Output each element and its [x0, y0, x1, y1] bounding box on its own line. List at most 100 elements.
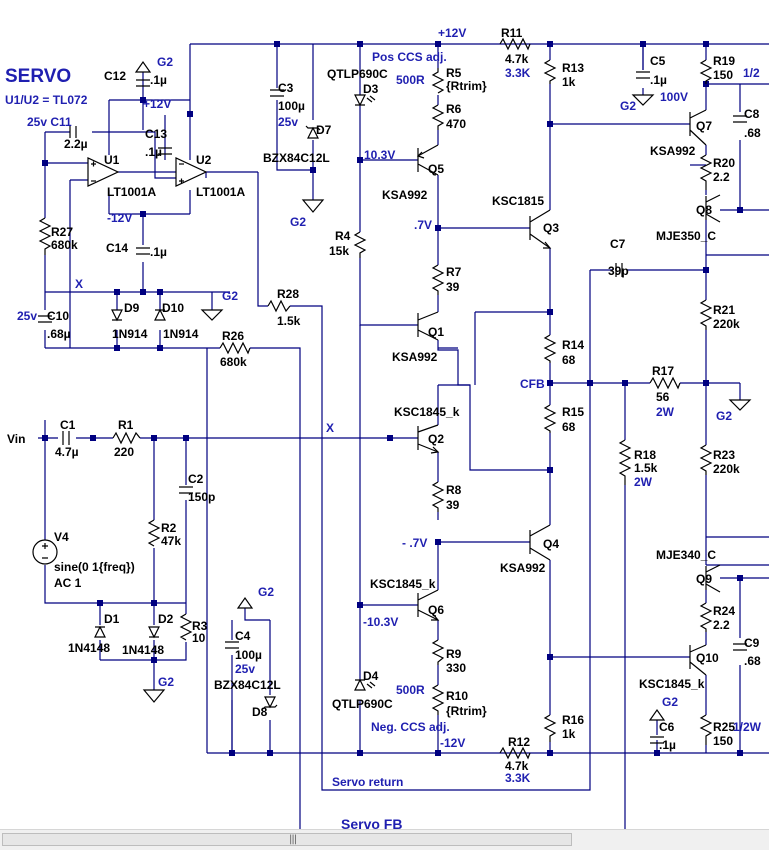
label-r15-name: R15 — [562, 405, 584, 419]
label-r6-val: 470 — [446, 117, 466, 131]
label-r19-val: 150 — [713, 68, 733, 82]
opamp-u2[interactable] — [175, 157, 208, 187]
label-x-left: X — [75, 277, 83, 291]
label-r28-name: R28 — [277, 287, 299, 301]
label-c10-val: .68µ — [47, 327, 71, 341]
label-x-mid: X — [326, 421, 334, 435]
label-g2-bottom-left: G2 — [158, 675, 174, 689]
led-d3[interactable] — [354, 94, 376, 107]
label-r16-name: R16 — [562, 713, 584, 727]
label-25v-c4: 25v — [235, 662, 255, 676]
capacitor-c8[interactable] — [733, 115, 747, 123]
label-q9: Q9 — [696, 572, 712, 586]
label-r26-name: R26 — [222, 329, 244, 343]
label-d2: D2 — [158, 612, 174, 626]
label-r3-val: 10 — [192, 631, 206, 645]
label-r23-name: R23 — [713, 448, 735, 462]
label-c10-name: C10 — [47, 309, 69, 323]
label-neg-ccs: Neg. CCS adj. — [371, 720, 450, 734]
led-d4[interactable] — [354, 678, 376, 691]
label-d1-type: 1N4148 — [68, 641, 110, 655]
label-r21-val: 220k — [713, 317, 740, 331]
label-c4-name: C4 — [235, 629, 251, 643]
label-g2-c3: G2 — [290, 215, 306, 229]
label-r17-name: R17 — [652, 364, 674, 378]
label-c6-val: .1µ — [659, 738, 676, 752]
label-c7-name: C7 — [610, 237, 626, 251]
label-d4: D4 — [363, 669, 379, 683]
capacitor-c10[interactable] — [38, 315, 52, 323]
opamp-u1[interactable] — [87, 157, 120, 187]
label-c8-val: .68 — [744, 126, 761, 140]
capacitor-c5[interactable] — [636, 71, 650, 79]
voltage-source-v4[interactable] — [32, 539, 58, 565]
label-r18-val: 1.5k — [634, 461, 658, 475]
label-r27-name: R27 — [51, 225, 73, 239]
capacitor-c13[interactable] — [158, 147, 172, 155]
label-r6-name: R6 — [446, 102, 462, 116]
label-r2-name: R2 — [161, 521, 177, 535]
label-r4-name: R4 — [335, 229, 351, 243]
label-d2-type: 1N4148 — [122, 643, 164, 657]
label-d7-type: BZX84C12L — [263, 151, 330, 165]
label-vin: Vin — [7, 432, 25, 446]
label-q1-type: KSA992 — [392, 350, 438, 364]
label-d10: D10 — [162, 301, 184, 315]
label-c6-name: C6 — [659, 720, 675, 734]
capacitor-c2[interactable] — [179, 486, 193, 494]
capacitor-c11[interactable] — [69, 126, 77, 138]
label-c14-name: C14 — [106, 241, 128, 255]
label-q7-type: KSA992 — [650, 144, 696, 158]
label-25v-c11: 25v C11 — [27, 115, 72, 129]
label-r1-val: 220 — [114, 445, 134, 459]
capacitor-c6[interactable] — [650, 736, 664, 744]
label-r25-name: R25 — [713, 720, 735, 734]
label-r3-name: R3 — [192, 619, 208, 633]
label-q4: Q4 — [543, 537, 559, 551]
diode-d9[interactable] — [111, 309, 123, 322]
label-r7-val: 39 — [446, 280, 460, 294]
zener-d7[interactable] — [305, 125, 321, 139]
capacitor-c1[interactable] — [62, 431, 70, 445]
label-q6: Q6 — [428, 603, 444, 617]
label-r7-name: R7 — [446, 265, 462, 279]
capacitor-c12[interactable] — [136, 79, 150, 87]
label-q3: Q3 — [543, 221, 559, 235]
label-c2-name: C2 — [188, 472, 204, 486]
label-q8-type: MJE350_C — [656, 229, 716, 243]
label-25v-c10: 25v — [17, 309, 37, 323]
scrollbar-thumb[interactable]: ||| — [2, 833, 572, 846]
capacitor-c7[interactable] — [615, 263, 623, 277]
capacitor-c9[interactable] — [733, 643, 747, 651]
label-c5-name: C5 — [650, 54, 666, 68]
label-r16-val: 1k — [562, 727, 576, 741]
label-c4-val: 100µ — [235, 648, 262, 662]
label-q5: Q5 — [428, 162, 444, 176]
diode-d2[interactable] — [148, 626, 160, 639]
label-q5-type: KSA992 — [382, 188, 428, 202]
horizontal-scrollbar[interactable]: ||| — [0, 829, 769, 850]
label-r20-name: R20 — [713, 156, 735, 170]
capacitor-c14[interactable] — [136, 247, 150, 255]
zener-d8[interactable] — [262, 696, 278, 710]
label-d1: D1 — [104, 612, 120, 626]
capacitor-c3[interactable] — [270, 89, 284, 97]
scrollbar-grip-icon: ||| — [289, 834, 297, 845]
label-servo-fb: Servo FB — [341, 816, 402, 829]
label-r5-val: {Rtrim} — [446, 79, 487, 93]
label-v07n: - .7V — [402, 536, 427, 550]
capacitor-c4[interactable] — [225, 641, 239, 649]
label-c7-val: 39p — [608, 264, 629, 278]
label-25v-c3: 25v — [278, 115, 298, 129]
diode-d10[interactable] — [154, 308, 166, 321]
diode-d1[interactable] — [94, 625, 106, 638]
label-c3-val: 100µ — [278, 99, 305, 113]
label-r24-val: 2.2 — [713, 618, 730, 632]
label-r23-val: 220k — [713, 462, 740, 476]
label-r10-500: 500R — [396, 683, 425, 697]
label-v12-top: +12V — [438, 26, 466, 40]
label-r2-val: 47k — [161, 534, 181, 548]
label-r8-val: 39 — [446, 498, 460, 512]
label-r11-val: 4.7k — [505, 52, 529, 66]
label-d7: D7 — [316, 123, 332, 137]
